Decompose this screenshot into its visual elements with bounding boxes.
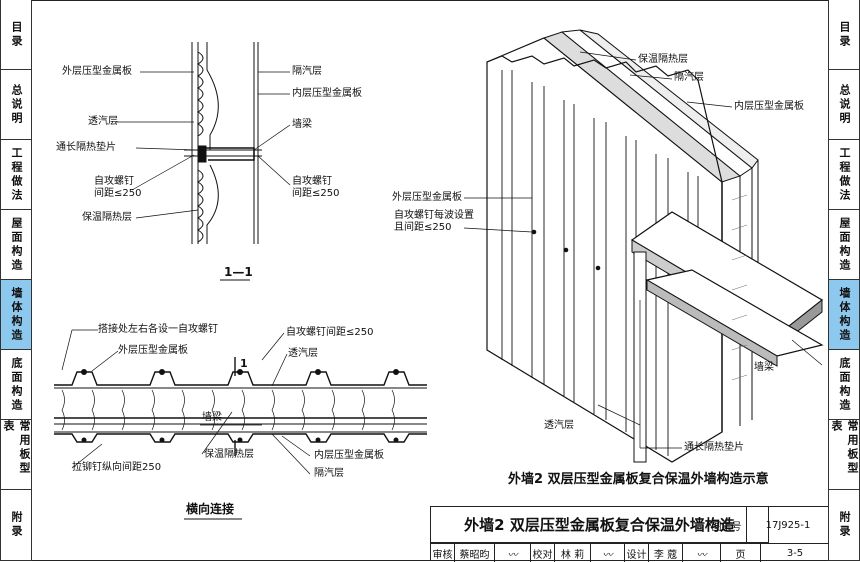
section-outer-panel-label: 外层压型金属板 [62,66,132,77]
section-insulation-label: 保温隔热层 [82,212,132,223]
drawing-sheet: 外层压型金属板 隔汽层 内层压型金属板 透汽层 墙梁 通长隔热垫片 自攻螺钉 间… [32,0,828,561]
iso-assembly [486,29,824,463]
horizontal-wall-beam-label: 墙梁 [202,412,222,423]
section-vapor-label: 隔汽层 [292,66,322,77]
nav-tab-6[interactable]: 常用板型表 [829,420,859,490]
section-inner-panel-label: 内层压型金属板 [292,88,362,99]
horizontal-vapor-label: 隔汽层 [314,468,344,479]
checker-name: 林 莉 [555,544,591,562]
nav-tab-0[interactable]: 目录 [1,0,31,70]
section-screw-right-label: 自攻螺钉 [292,176,332,187]
atlas-no: 17J925-1 [765,519,811,531]
section-insulation-strip [197,145,207,163]
left-nav: 目录总说明工程做法屋面构造墙体构造底面构造常用板型表附录 [0,0,32,561]
designer-name: 李 蔻 [649,544,683,562]
title-block-title: 外墙2 双层压型金属板复合保温外墙构造 [431,507,769,543]
section-screw-left-label: 自攻螺钉 [94,176,134,187]
nav-tab-2[interactable]: 工程做法 [1,140,31,210]
iso-insulation-label: 保温隔热层 [638,54,688,65]
horizontal-screw-spacing-label: 自攻螺钉间距≤250 [286,327,374,338]
iso-permeable-label: 透汽层 [544,420,574,431]
drawing-linework [54,29,824,520]
section-strip-label: 通长隔热垫片 [56,142,116,153]
section-caption: 1—1 [224,265,253,279]
horizontal-cut-mark: 1 [240,357,248,370]
reviewer-signature: 〰 [495,544,531,562]
section-inner-panel-curve [206,42,219,150]
iso-inner-panel-label: 内层压型金属板 [734,101,804,112]
right-nav: 目录总说明工程做法屋面构造墙体构造底面构造常用板型表附录 [828,0,860,561]
iso-screw-spacing-label: 且间距≤250 [394,222,452,233]
nav-tab-0[interactable]: 目录 [829,0,859,70]
nav-tab-7[interactable]: 附录 [829,490,859,561]
nav-tab-7[interactable]: 附录 [1,490,31,561]
iso-outer-panel-label: 外层压型金属板 [392,192,462,203]
nav-tab-4[interactable]: 墙体构造 [1,280,31,350]
nav-tab-4[interactable]: 墙体构造 [829,280,859,350]
section-inner-panel-curve [206,164,219,244]
iso-vapor-label: 隔汽层 [674,72,704,83]
iso-caption: 外墙2 双层压型金属板复合保温外墙构造示意 [508,472,769,487]
nav-tab-1[interactable]: 总说明 [1,70,31,140]
nav-tab-2[interactable]: 工程做法 [829,140,859,210]
reviewer-name: 蔡昭昀 [455,544,495,562]
design-label: 设计 [625,544,649,562]
iso-screw-label: 自攻螺钉每波设置 [394,210,474,221]
horizontal-caption: 横向连接 [186,502,235,516]
title-block: 外墙2 双层压型金属板复合保温外墙构造 图集号 17J925-1 审核 蔡昭昀 … [430,506,829,562]
designer-signature: 〰 [683,544,721,562]
section-insulation-wave [197,51,204,137]
nav-tab-5[interactable]: 底面构造 [1,350,31,420]
page-no: 3-5 [786,547,804,559]
iso-wall-beam-label: 墙梁 [754,362,774,373]
nav-tab-5[interactable]: 底面构造 [829,350,859,420]
horizontal-lap-screw-label: 搭接处左右各设一自攻螺钉 [98,324,218,335]
horizontal-insulation [61,389,395,431]
nav-tab-1[interactable]: 总说明 [829,70,859,140]
nav-tab-6[interactable]: 常用板型表 [1,420,31,490]
horizontal-permeable-label: 透汽层 [288,348,318,359]
check-label: 校对 [531,544,555,562]
section-insulation-wave [197,169,204,243]
section-permeable-label: 透汽层 [88,116,118,127]
iso-strip-label: 通长隔热垫片 [684,442,744,453]
section-wall-beam [202,147,255,161]
nav-tab-3[interactable]: 屋面构造 [1,210,31,280]
checker-signature: 〰 [591,544,625,562]
atlas-no-label: 图集号 [707,507,747,543]
horizontal-inner-panel-label: 内层压型金属板 [314,450,384,461]
section-wall-beam-label: 墙梁 [292,119,312,130]
page-label: 页 [721,544,761,562]
horizontal-insulation-label: 保温隔热层 [204,449,254,460]
horizontal-outer-panel-label: 外层压型金属板 [118,345,188,356]
review-label: 审核 [431,544,455,562]
nav-tab-3[interactable]: 屋面构造 [829,210,859,280]
horizontal-rivet-label: 拉铆钉纵向间距250 [72,462,162,473]
section-screw-left-spacing: 间距≤250 [94,188,142,199]
section-screw-right-spacing: 间距≤250 [292,188,340,199]
